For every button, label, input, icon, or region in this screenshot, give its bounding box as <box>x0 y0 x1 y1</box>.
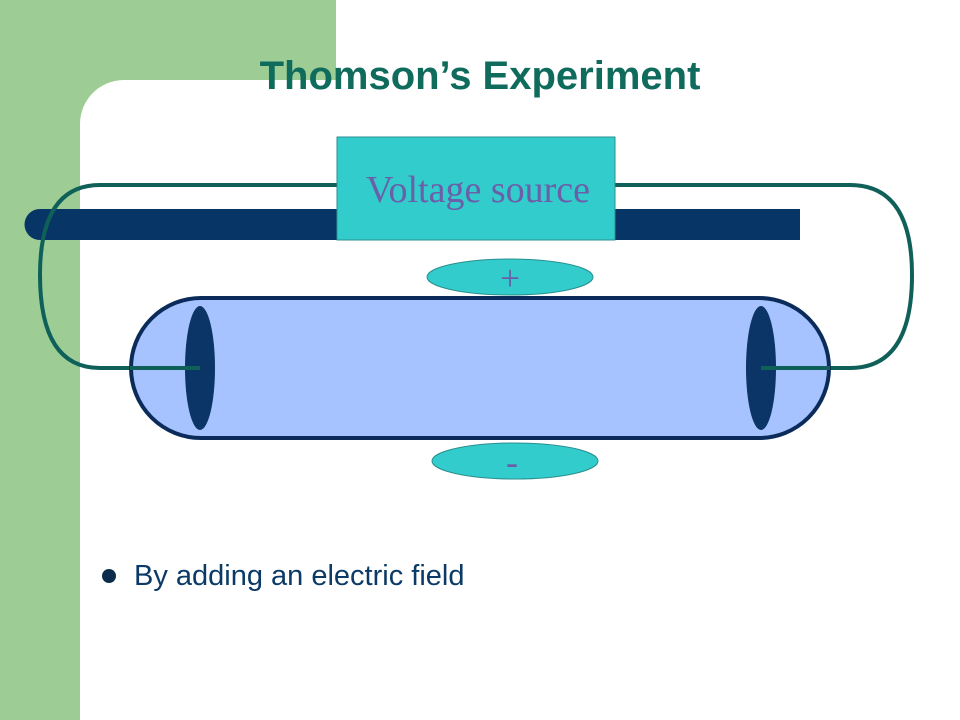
positive-plate-label: + <box>500 258 520 298</box>
left-wire <box>37 183 338 370</box>
negative-plate <box>431 442 599 480</box>
positive-plate <box>426 258 594 296</box>
right-wire <box>614 183 915 370</box>
voltage-source-label: Voltage source <box>366 169 590 211</box>
bullet-text: By adding an electric field <box>134 559 465 592</box>
bullet-list-item: By adding an electric field <box>102 556 464 596</box>
bullet-dot-icon <box>102 569 116 583</box>
cathode-ray-tube <box>129 296 831 440</box>
voltage-source-box <box>336 136 616 241</box>
negative-plate-label: - <box>506 442 518 482</box>
slide-title: Thomson’s Experiment <box>259 54 701 98</box>
title-background <box>336 0 960 80</box>
